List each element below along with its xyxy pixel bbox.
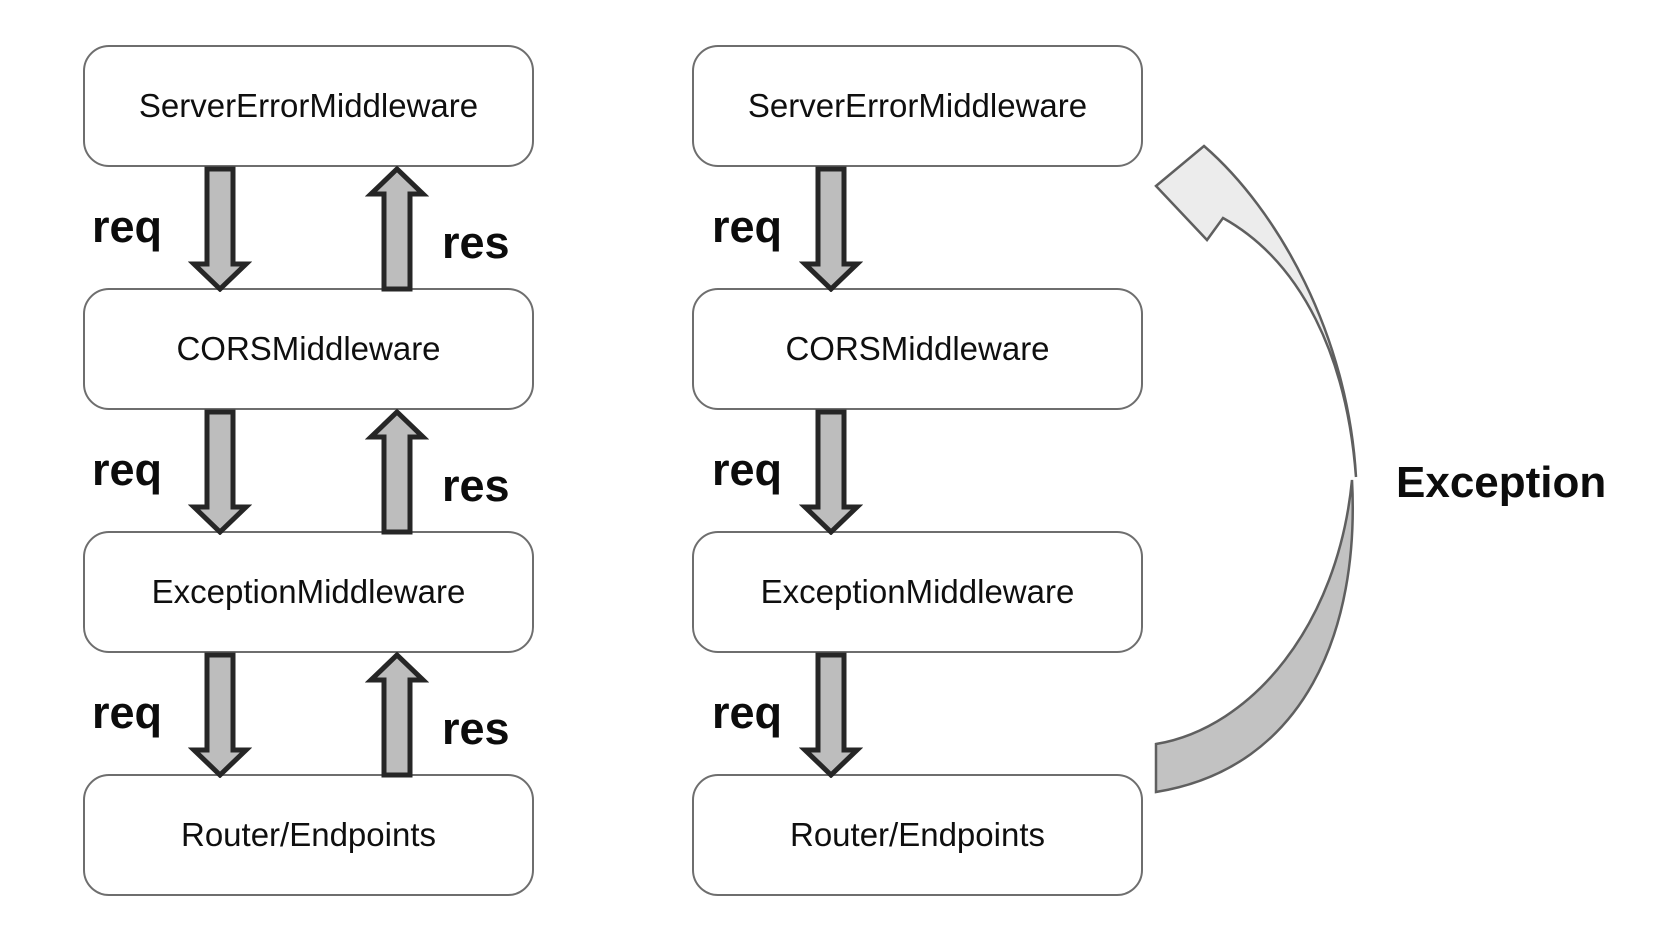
right-box-router-endpoints: Router/Endpoints <box>692 774 1143 896</box>
left-req-arrow-down-1-icon <box>188 166 252 292</box>
right-box-cors-middleware: CORSMiddleware <box>692 288 1143 410</box>
box-label: Router/Endpoints <box>181 816 436 853</box>
left-req-arrow-down-2-icon <box>188 409 252 535</box>
box-label: ServerErrorMiddleware <box>747 87 1088 124</box>
left-box-server-error-middleware: ServerErrorMiddleware <box>83 45 534 167</box>
right-req-arrow-down-2-icon <box>799 409 863 535</box>
box-label: ServerErrorMiddleware <box>138 87 479 124</box>
left-res-label-2: res <box>442 460 510 511</box>
left-box-cors-middleware: CORSMiddleware <box>83 288 534 410</box>
box-label: CORSMiddleware <box>785 330 1050 367</box>
right-req-arrow-down-1-icon <box>799 166 863 292</box>
left-req-arrow-down-3-icon <box>188 652 252 778</box>
exception-curved-arrow-icon <box>1154 144 1358 794</box>
left-res-label-1: res <box>442 217 510 268</box>
right-req-label-1: req <box>712 201 783 252</box>
box-label: ExceptionMiddleware <box>760 573 1075 610</box>
box-label: CORSMiddleware <box>176 330 441 367</box>
left-res-arrow-up-3-icon <box>365 652 429 778</box>
left-req-label-1: req <box>92 201 163 252</box>
left-res-arrow-up-2-icon <box>365 409 429 535</box>
box-label: Router/Endpoints <box>790 816 1045 853</box>
right-req-label-3: req <box>712 687 783 738</box>
exception-label: Exception <box>1396 458 1607 507</box>
left-req-label-3: req <box>92 687 163 738</box>
left-res-label-3: res <box>442 703 510 754</box>
left-box-exception-middleware: ExceptionMiddleware <box>83 531 534 653</box>
left-res-arrow-up-1-icon <box>365 166 429 292</box>
right-box-server-error-middleware: ServerErrorMiddleware <box>692 45 1143 167</box>
right-box-exception-middleware: ExceptionMiddleware <box>692 531 1143 653</box>
right-req-label-2: req <box>712 444 783 495</box>
left-box-router-endpoints: Router/Endpoints <box>83 774 534 896</box>
box-label: ExceptionMiddleware <box>151 573 466 610</box>
right-req-arrow-down-3-icon <box>799 652 863 778</box>
left-req-label-2: req <box>92 444 163 495</box>
